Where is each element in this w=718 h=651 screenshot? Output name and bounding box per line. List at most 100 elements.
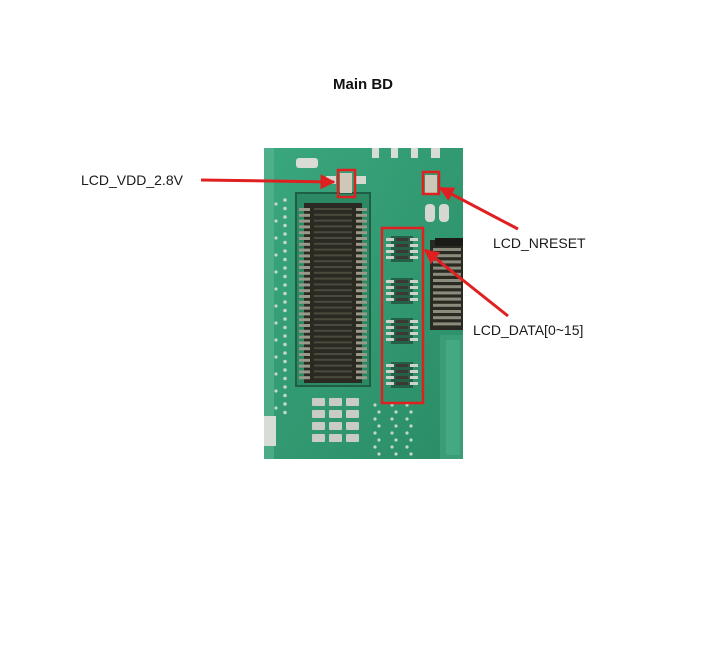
nreset-highlight-box [421, 170, 441, 196]
label-lcd-vdd: LCD_VDD_2.8V [81, 172, 183, 188]
connector-slot [314, 370, 352, 373]
via [283, 215, 287, 219]
connector-pin [299, 266, 310, 269]
test-pad [346, 410, 359, 418]
array-pad [410, 370, 418, 373]
via [377, 438, 381, 442]
array-element [396, 292, 408, 295]
via [283, 308, 287, 313]
test-pad [312, 398, 325, 406]
array-pad [410, 280, 418, 283]
via [377, 424, 381, 428]
connector-pin [299, 225, 310, 229]
array-pad [386, 326, 394, 329]
via [283, 223, 287, 228]
connector-slot [314, 237, 352, 239]
array-element [396, 238, 408, 241]
fpc-pin [433, 254, 461, 258]
connector-pin [356, 254, 367, 258]
via [274, 270, 278, 274]
connector-pin [299, 254, 310, 258]
connector-pin [356, 248, 367, 252]
via [274, 321, 278, 325]
array-pad [410, 382, 418, 385]
array-pad [410, 292, 418, 295]
lcd-connector [304, 203, 362, 383]
connector-slot [314, 213, 352, 216]
connector-pin [356, 376, 367, 380]
via [283, 376, 287, 381]
fpc-pin [433, 303, 461, 307]
array-pad [410, 286, 418, 289]
connector-pin [356, 358, 367, 362]
via [274, 287, 278, 291]
connector-slot [314, 208, 352, 210]
connector-slot [314, 335, 352, 338]
connector-pin [299, 213, 310, 217]
connector-pin [299, 329, 310, 333]
via [377, 410, 381, 414]
via [377, 452, 381, 456]
array-pad [410, 320, 418, 323]
via [283, 206, 287, 211]
via [274, 219, 278, 223]
array-pad [386, 332, 394, 335]
via [373, 445, 377, 449]
connector-pin [356, 266, 367, 269]
board-edge [264, 148, 274, 459]
via [283, 368, 287, 372]
board-vias [274, 198, 413, 456]
array-pad [410, 244, 418, 247]
fpc-pin [433, 285, 461, 289]
test-pad [346, 398, 359, 406]
label-lcd-data: LCD_DATA[0~15] [473, 322, 584, 338]
via [283, 402, 287, 406]
connector-slot [314, 231, 352, 234]
via [409, 424, 413, 428]
connector-pin [299, 271, 310, 275]
array-pad [386, 256, 394, 259]
array-pad [410, 256, 418, 259]
connector-slot [314, 219, 352, 222]
connector-pin [299, 283, 310, 287]
array-pad [386, 280, 394, 283]
test-pad [312, 434, 325, 442]
fpc-tab [435, 238, 463, 246]
via [283, 317, 287, 321]
via [394, 452, 398, 456]
connector-pins [299, 208, 367, 380]
connector-pin [356, 312, 367, 316]
connector-pin [356, 324, 367, 327]
via [283, 359, 287, 364]
via [394, 410, 398, 414]
fpc-pin [433, 316, 461, 320]
via [373, 403, 377, 407]
connector-slot [314, 225, 352, 228]
board-right-pad [446, 340, 460, 455]
via [283, 232, 287, 236]
fpc-pin [433, 279, 461, 282]
array-pad [410, 338, 418, 341]
connector-slot [314, 266, 352, 268]
connector-pin [299, 312, 310, 316]
array-pad [410, 326, 418, 329]
via [409, 452, 413, 456]
connector-pin [356, 231, 367, 235]
array-pad [386, 250, 394, 253]
connector-slot [314, 324, 352, 326]
connector-pin [299, 318, 310, 322]
via [283, 393, 287, 398]
array-pad [386, 286, 394, 289]
connector-pin [356, 318, 367, 322]
via [409, 410, 413, 414]
resistor-arrays [386, 236, 418, 388]
via [283, 266, 287, 270]
array-element [396, 332, 408, 335]
via [283, 249, 287, 253]
connector-pin [356, 370, 367, 374]
diagram-title: Main BD [333, 76, 393, 93]
connector-pin [299, 289, 310, 293]
array-element [396, 286, 408, 289]
array-element [396, 298, 408, 301]
